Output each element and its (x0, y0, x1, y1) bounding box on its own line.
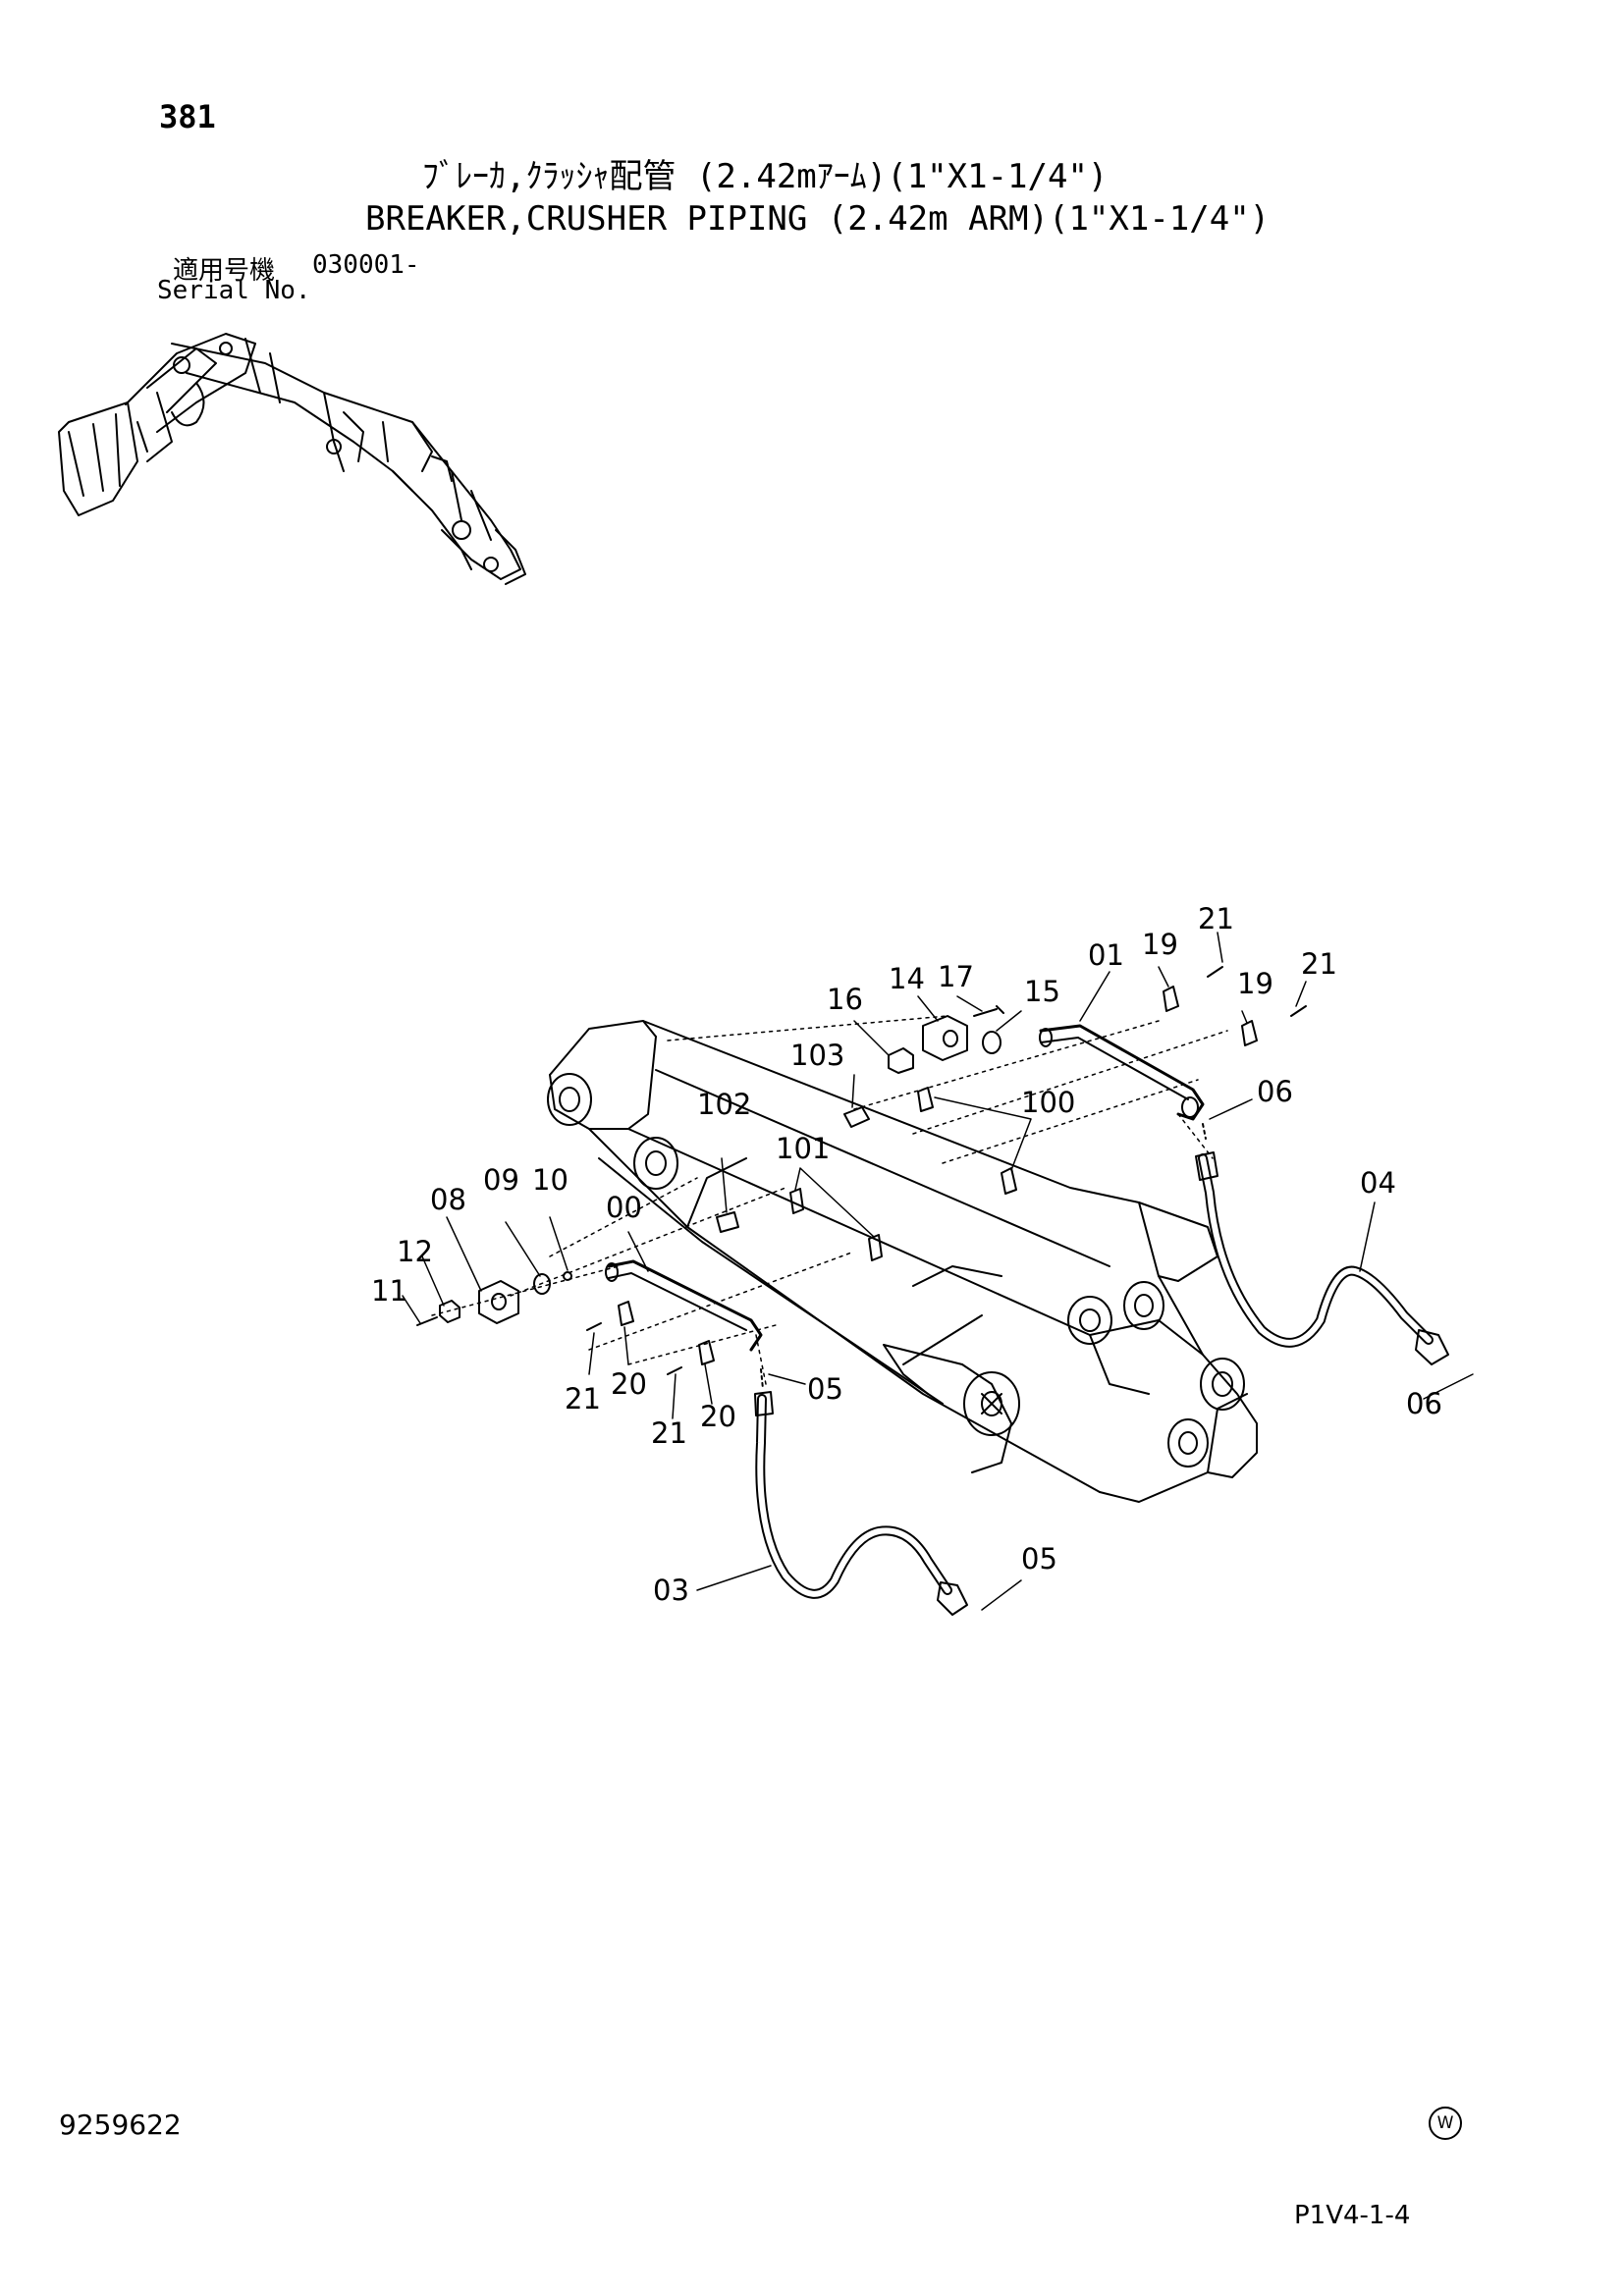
serial-number-value: 030001- (312, 250, 420, 280)
callout-06: 06 (1257, 1075, 1293, 1108)
serial-label-japanese: 適用号機 (173, 256, 276, 286)
callout-09: 09 (483, 1163, 519, 1197)
arm-body-drawing (547, 1020, 1258, 1503)
callout-labels: 21 19 01 21 19 17 14 16 15 103 06 100 10… (371, 902, 1442, 1607)
excavator-overview-sketch (58, 333, 526, 585)
callout-101: 101 (776, 1132, 830, 1165)
callout-19: 19 (1142, 928, 1178, 961)
callout-15: 15 (1024, 975, 1060, 1008)
brand-mark-icon: W (1429, 2107, 1462, 2140)
callout-04: 04 (1360, 1166, 1396, 1200)
callout-00: 00 (606, 1191, 642, 1224)
callout-21: 21 (1198, 902, 1234, 935)
callout-21: 21 (565, 1382, 601, 1415)
callout-01: 01 (1088, 938, 1124, 972)
callout-leader-lines (402, 932, 1474, 1611)
upper-pipe-assembly (716, 966, 1307, 1261)
callout-103: 103 (790, 1039, 844, 1072)
callout-05: 05 (1021, 1542, 1057, 1575)
assembly-guide-lines (431, 1015, 1228, 1385)
title-japanese: ﾌﾞﾚｰｶ,ｸﾗｯｼｬ配管 (2.42mｱｰﾑ)(1"X1-1/4") (422, 157, 1109, 196)
callout-06: 06 (1406, 1387, 1442, 1420)
callout-03: 03 (653, 1574, 689, 1607)
callout-10: 10 (532, 1163, 568, 1197)
title-english: BREAKER,CRUSHER PIPING (2.42m ARM)(1"X1-… (365, 199, 1271, 239)
callout-102: 102 (697, 1088, 751, 1121)
callout-14: 14 (889, 962, 925, 995)
callout-12: 12 (397, 1235, 433, 1268)
callout-17: 17 (938, 960, 974, 993)
callout-21: 21 (1301, 947, 1337, 981)
callout-21: 21 (651, 1416, 687, 1450)
callout-20: 20 (700, 1400, 736, 1433)
serial-label-english: Serial No. (157, 276, 311, 305)
lower-pipe-assembly (416, 1259, 968, 1616)
callout-11: 11 (371, 1274, 407, 1308)
callout-08: 08 (430, 1183, 466, 1216)
document-number: 9259622 (59, 2109, 182, 2141)
callout-100: 100 (1021, 1086, 1075, 1119)
page-code: P1V4-1-4 (1294, 2201, 1411, 2230)
hose-04-drawing (1195, 1123, 1449, 1365)
callout-19: 19 (1237, 967, 1273, 1000)
callout-16: 16 (827, 983, 863, 1016)
page-number: 381 (159, 98, 216, 135)
callout-05: 05 (807, 1372, 843, 1406)
callout-20: 20 (611, 1367, 647, 1401)
